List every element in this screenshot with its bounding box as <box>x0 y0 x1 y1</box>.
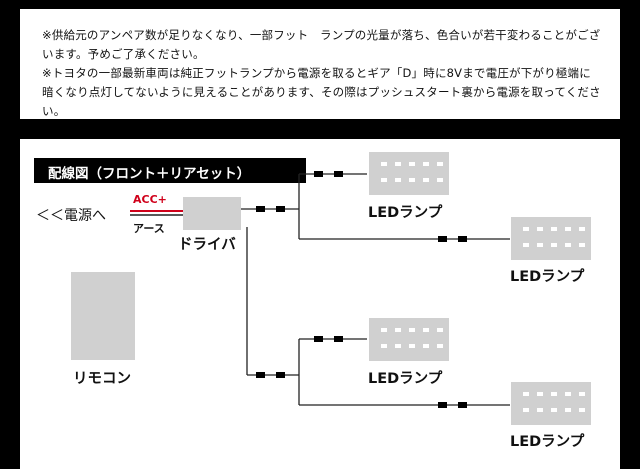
notice-toyota: ※トヨタの一部最新車両は純正フットランプから電源を取るとギア「D」時に8Vまで電… <box>42 66 601 118</box>
remote-module <box>71 272 135 360</box>
diagram-title: 配線図（フロント＋リアセット） <box>48 166 251 182</box>
led-lamp-1 <box>369 152 449 195</box>
wiring-diagram: 配線図（フロント＋リアセット） <box>20 139 620 469</box>
connector <box>438 236 447 242</box>
connector <box>334 336 343 342</box>
connector <box>276 372 285 378</box>
led-lamp-2 <box>511 217 591 260</box>
driver-label: ドライバ <box>178 237 236 253</box>
notice-box: ※供給元のアンペア数が足りなくなり、一部フット ランプの光量が落ち、色合いが若干… <box>20 9 620 119</box>
led-lamp-3 <box>369 318 449 361</box>
connector <box>276 206 285 212</box>
earth-label: アース <box>133 222 165 235</box>
connector <box>458 236 467 242</box>
connector <box>256 206 265 212</box>
connector <box>334 171 343 177</box>
notice-supply: ※供給元のアンペア数が足りなくなり、一部フット ランプの光量が落ち、色合いが若干… <box>42 28 601 61</box>
connector <box>256 372 265 378</box>
connector <box>314 336 323 342</box>
led-lamp-4 <box>511 382 591 425</box>
driver-module <box>183 197 241 230</box>
wiring-lines <box>71 152 591 425</box>
connector <box>438 402 447 408</box>
led-lamp-label-4: LEDランプ <box>510 434 585 450</box>
led-lamp-label-2: LEDランプ <box>510 269 585 285</box>
led-lamp-label-3: LEDランプ <box>368 371 443 387</box>
connector <box>458 402 467 408</box>
remote-label: リモコン <box>73 371 131 387</box>
connector <box>314 171 323 177</box>
led-lamp-label-1: LEDランプ <box>368 205 443 221</box>
acc-label: ACC+ <box>133 193 167 206</box>
diagram-title-box: 配線図（フロント＋リアセット） <box>34 158 306 183</box>
power-label: ＜＜電源へ <box>36 208 106 224</box>
